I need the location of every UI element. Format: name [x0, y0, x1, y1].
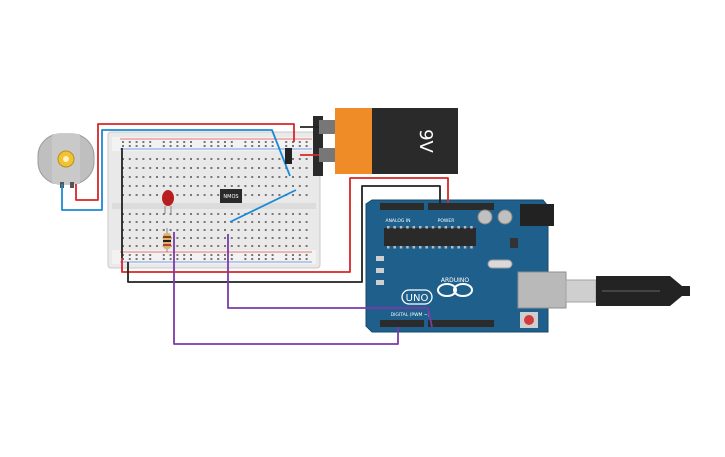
power-rail-bottom	[112, 250, 316, 264]
atmega-chip	[384, 228, 476, 246]
arduino-brand: ARDUINO	[441, 277, 470, 284]
wire-blue-motor	[61, 129, 291, 211]
power-header-pins	[428, 203, 494, 210]
battery-terminal-neg	[319, 120, 335, 134]
wire-black-gnd	[127, 185, 441, 283]
arduino-uno[interactable]: ANALOG IN POWER ARDUINO UNO DIGITAL (PWM…	[365, 199, 567, 333]
battery-icon	[372, 108, 458, 174]
usb-port	[517, 271, 567, 309]
power-header-label: POWER	[438, 218, 455, 224]
led-icon	[162, 190, 174, 206]
nmos-label: NMOS	[223, 194, 238, 200]
power-rail-top	[112, 137, 316, 151]
wires	[61, 123, 449, 345]
resistor[interactable]	[163, 228, 171, 252]
nmos-transistor[interactable]: NMOS	[220, 189, 242, 203]
battery-9v[interactable]: 9V	[313, 108, 458, 176]
analog-header-pins	[380, 203, 424, 210]
wire-red-5v	[121, 177, 449, 273]
wire-red-motor	[75, 123, 295, 201]
dc-motor[interactable]	[37, 133, 95, 188]
analog-header-label: ANALOG IN	[385, 218, 410, 224]
jumper-block	[285, 148, 292, 164]
wire-purple-gate	[227, 234, 433, 328]
digital-header-label: DIGITAL (PWM ~)	[391, 312, 430, 318]
digital-header-pins-a	[380, 320, 424, 327]
arduino-logo	[437, 283, 473, 297]
wire-purple-led	[173, 232, 399, 345]
power-jack	[520, 204, 554, 226]
wire-blue-diagonal	[229, 189, 297, 223]
usb-cable[interactable]	[565, 276, 690, 306]
breadboard[interactable]	[107, 131, 321, 269]
reset-button[interactable]	[524, 315, 534, 325]
battery-terminal-pos	[319, 148, 335, 162]
led-red[interactable]	[162, 190, 174, 214]
battery-label: 9V	[415, 129, 436, 153]
digital-header-pins-b	[428, 320, 494, 327]
center-channel	[112, 203, 316, 209]
arduino-model: UNO	[406, 293, 429, 304]
